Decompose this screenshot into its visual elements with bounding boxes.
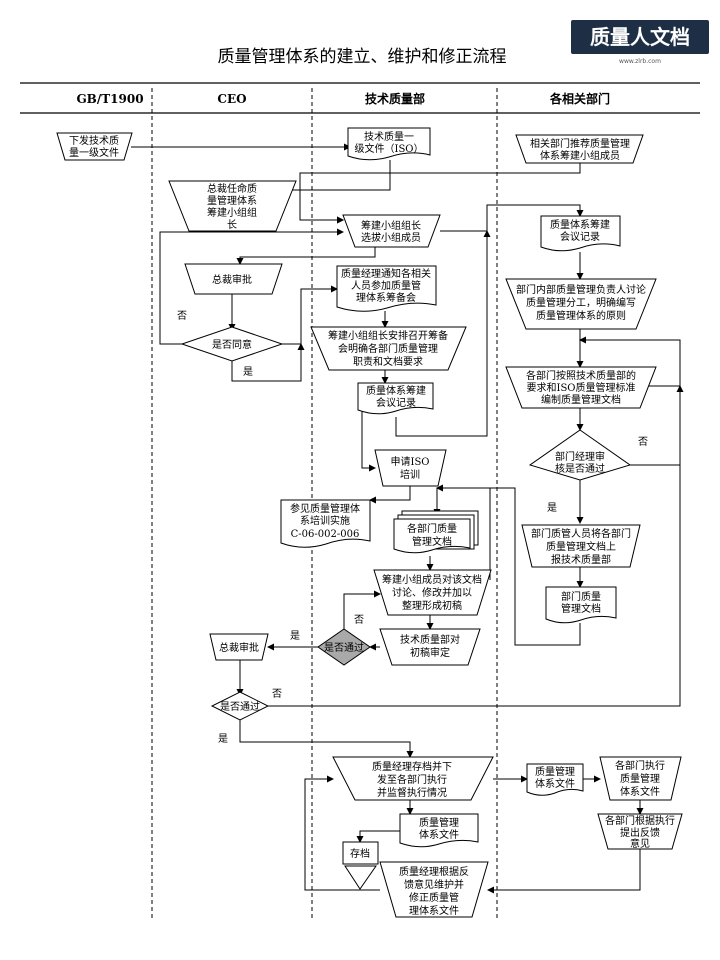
svg-text:质量经理存档并下发至各部门执行并监督执行情况: 质量经理存档并下发至各部门执行并监督执行情况: [372, 760, 452, 799]
svg-text:总裁审批: 总裁审批: [212, 273, 252, 286]
svg-text:是否通过: 是否通过: [220, 700, 260, 713]
node-quality-system-doc-1: 质量管理体系文件: [526, 763, 584, 796]
decision-passed-ceo: 是否通过: [210, 691, 270, 721]
svg-text:部门质管人员将各部门质量管理文档上报技术质量部: 部门质管人员将各部门质量管理文档上报技术质量部: [531, 527, 631, 566]
svg-text:筹建小组组长选拔小组成员: 筹建小组组长选拔小组成员: [361, 219, 421, 244]
decision-agree: 是否同意: [180, 326, 284, 362]
svg-text:总裁审批: 总裁审批: [219, 641, 259, 654]
svg-text:质量管理体系文件: 质量管理体系文件: [535, 765, 575, 790]
node-ceo-appoint-leader: 总裁任命质量管理体系筹建小组组长: [168, 180, 297, 232]
node-ceo-approve-2: 总裁审批: [209, 633, 269, 661]
branch-labels: 否 是 否 是 否 是 否 是: [177, 310, 648, 745]
node-prep-meeting-record-1: 质量体系筹建会议记录: [540, 215, 621, 252]
label-no-3: 否: [354, 614, 364, 626]
svg-text:筹建小组成员对该文档讨论、修改并加以整理形成初稿: 筹建小组成员对该文档讨论、修改并加以整理形成初稿: [382, 573, 482, 612]
node-archive: 存档: [342, 841, 379, 890]
svg-text:部门内部质量管理负责人讨论质量管理分工，明确编写质量管理体系: 部门内部质量管理负责人讨论质量管理分工，明确编写质量管理体系的原则: [516, 283, 646, 322]
label-yes-2: 是: [547, 502, 557, 514]
watermark-site: www.zlrb.com: [619, 58, 661, 65]
lane-header-gbt: GB/T1900: [76, 92, 143, 106]
svg-text:各部门执行质量管理体系文件: 各部门执行质量管理体系文件: [615, 759, 665, 798]
node-dept-feedback: 各部门根据执行提出反馈意见: [597, 813, 683, 850]
svg-text:存档: 存档: [350, 847, 370, 860]
svg-text:总裁任命质量管理体系筹建小组组长: 总裁任命质量管理体系筹建小组组长: [207, 182, 257, 231]
svg-text:质量经理根据反馈意见维护并修正质量管理体系文件: 质量经理根据反馈意见维护并修正质量管理体系文件: [399, 865, 469, 917]
node-dept-quality-docs-stack: 各部门质量管理文档: [393, 510, 479, 554]
svg-text:是否通过: 是否通过: [324, 641, 364, 654]
label-no-2: 否: [638, 436, 648, 448]
watermark-brand: 质量人文档: [590, 25, 690, 49]
node-issue-tech-docs: 下发技术质量一级文件: [56, 132, 133, 161]
node-tech-quality-doc: 技术质量一级文件（ISO）: [347, 127, 431, 161]
svg-text:质量经理通知各相关人员参加质量管理体系筹备会: 质量经理通知各相关人员参加质量管理体系筹备会: [341, 267, 431, 304]
node-dept-execute: 各部门执行质量管理体系文件: [599, 756, 682, 801]
connectors: [131, 143, 684, 894]
lane-header-ceo: CEO: [217, 92, 246, 106]
node-draft-review: 技术质量部对初稿审定: [379, 628, 481, 666]
node-quality-system-doc-2: 质量管理体系文件: [399, 813, 479, 848]
svg-text:技术质量部对初稿审定: 技术质量部对初稿审定: [400, 633, 460, 659]
svg-text:各部门质量管理文档: 各部门质量管理文档: [407, 522, 457, 548]
node-archive-distribute: 质量经理存档并下发至各部门执行并监督执行情况: [332, 756, 494, 801]
label-yes-1: 是: [243, 366, 253, 378]
svg-text:技术质量一级文件（ISO）: 技术质量一级文件（ISO）: [355, 130, 424, 155]
label-no-1: 否: [177, 310, 187, 322]
node-dept-discussion: 部门内部质量管理负责人讨论质量管理分工，明确编写质量管理体系的原则: [505, 278, 657, 330]
label-yes-3: 是: [290, 630, 300, 642]
lane-header-departments: 各相关部门: [549, 91, 610, 106]
svg-text:各部门根据执行提出反馈意见: 各部门根据执行提出反馈意见: [605, 814, 675, 850]
decision-dept-manager-review: 部门经理审核是否通过: [528, 429, 632, 481]
decision-passed-tech: 是否通过: [317, 628, 371, 666]
page-title: 质量管理体系的建立、维护和修正流程: [218, 47, 507, 67]
svg-text:质量体系筹建会议记录: 质量体系筹建会议记录: [366, 384, 426, 409]
svg-text:各部门按照技术质量部的要求和ISO质量管理标准编制质量管理文: 各部门按照技术质量部的要求和ISO质量管理标准编制质量管理文档: [526, 369, 636, 406]
svg-text:下发技术质量一级文件: 下发技术质量一级文件: [69, 134, 119, 159]
lane-header-tech-quality: 技术质量部: [365, 91, 425, 106]
node-ceo-approve-1: 总裁审批: [184, 263, 283, 295]
watermark-logo: 06-002-00 质量人文档 www.zlrb.com: [571, 20, 709, 65]
svg-text:部门经理审核是否通过: 部门经理审核是否通过: [555, 450, 605, 475]
node-recommend-members: 相关部门推荐质量管理体系筹建小组成员: [515, 134, 644, 164]
node-dept-quality-doc: 部门质量管理文档: [545, 586, 617, 624]
label-yes-4: 是: [218, 733, 228, 745]
node-notify-staff: 质量经理通知各相关人员参加质量管理体系筹备会: [336, 265, 437, 312]
svg-text:筹建小组组长安排召开筹备会明确各部门质量管理职责和文档要求: 筹建小组组长安排召开筹备会明确各部门质量管理职责和文档要求: [328, 329, 448, 368]
node-maintain-revise: 质量经理根据反馈意见维护并修正质量管理体系文件: [379, 861, 489, 918]
node-prep-meeting-record-2: 质量体系筹建会议记录: [357, 382, 434, 415]
label-no-4: 否: [272, 688, 282, 700]
node-draft-discussion: 筹建小组成员对该文档讨论、修改并加以整理形成初稿: [373, 569, 492, 616]
node-submit-dept-docs: 部门质管人员将各部门质量管理文档上报技术质量部: [521, 524, 641, 568]
svg-text:部门质量管理文档: 部门质量管理文档: [561, 590, 601, 615]
svg-text:质量体系筹建会议记录: 质量体系筹建会议记录: [550, 218, 610, 243]
svg-text:相关部门推荐质量管理体系筹建小组成员: 相关部门推荐质量管理体系筹建小组成员: [530, 137, 630, 162]
node-leader-arranges-meeting: 筹建小组组长安排召开筹备会明确各部门质量管理职责和文档要求: [310, 326, 467, 371]
node-dept-compile-docs: 各部门按照技术质量部的要求和ISO质量管理标准编制质量管理文档: [505, 366, 657, 409]
node-select-members: 筹建小组组长选拔小组成员: [342, 214, 441, 248]
svg-text:质量管理体系文件: 质量管理体系文件: [419, 816, 459, 841]
svg-text:是否同意: 是否同意: [212, 338, 252, 351]
